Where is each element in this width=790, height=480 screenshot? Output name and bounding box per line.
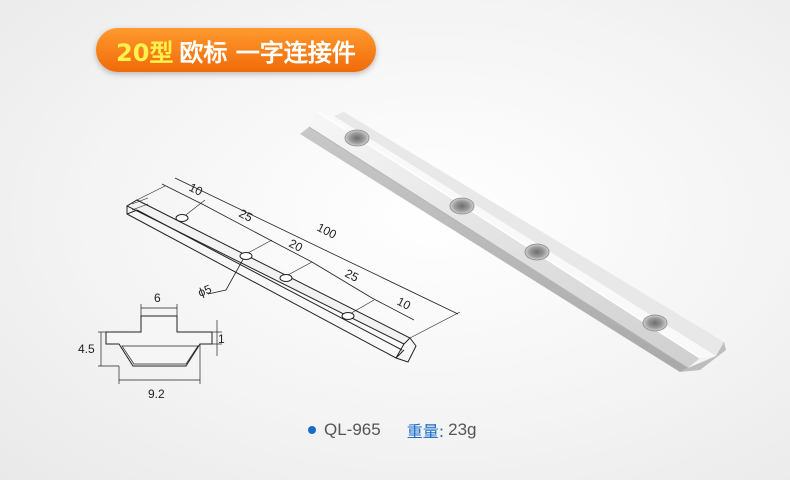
weight-label: 重量:	[406, 422, 445, 441]
model-number: QL-965	[324, 420, 381, 439]
drawing-dimension-labels: 10 25 100 20 25 10 ϕ5	[187, 180, 414, 313]
dim-25-right: 25	[343, 266, 362, 285]
dim-100: 100	[315, 220, 339, 242]
threaded-hole	[524, 243, 550, 261]
dim-20: 20	[287, 236, 306, 255]
dim-height-4-5: 4.5	[78, 342, 95, 356]
dim-hole-diameter: ϕ5	[196, 282, 214, 300]
cross-section-dimensions	[98, 304, 222, 384]
dim-10-right: 10	[395, 294, 414, 313]
dim-10-left: 10	[187, 180, 206, 199]
threaded-hole	[449, 197, 475, 215]
weight-value: 23g	[448, 420, 477, 439]
dim-25-left: 25	[237, 206, 256, 225]
title-highlight: 20型	[116, 38, 174, 67]
connector-bar-photo	[300, 111, 726, 372]
cross-section-drawing	[105, 315, 213, 367]
cross-section-labels: 6 4.5 1 9.2	[78, 291, 225, 401]
drawing-holes	[175, 214, 355, 320]
dim-width-9-2: 9.2	[148, 387, 165, 401]
title-text: 欧标 一字连接件	[179, 38, 356, 67]
threaded-hole	[642, 314, 668, 332]
bullet-icon	[308, 426, 316, 434]
threaded-hole	[344, 129, 370, 147]
product-caption: QL-965 重量: 23g	[308, 418, 476, 442]
dim-width-6: 6	[154, 291, 161, 305]
dim-lip-1: 1	[218, 332, 225, 346]
title-badge: 20型 欧标 一字连接件	[96, 28, 376, 72]
